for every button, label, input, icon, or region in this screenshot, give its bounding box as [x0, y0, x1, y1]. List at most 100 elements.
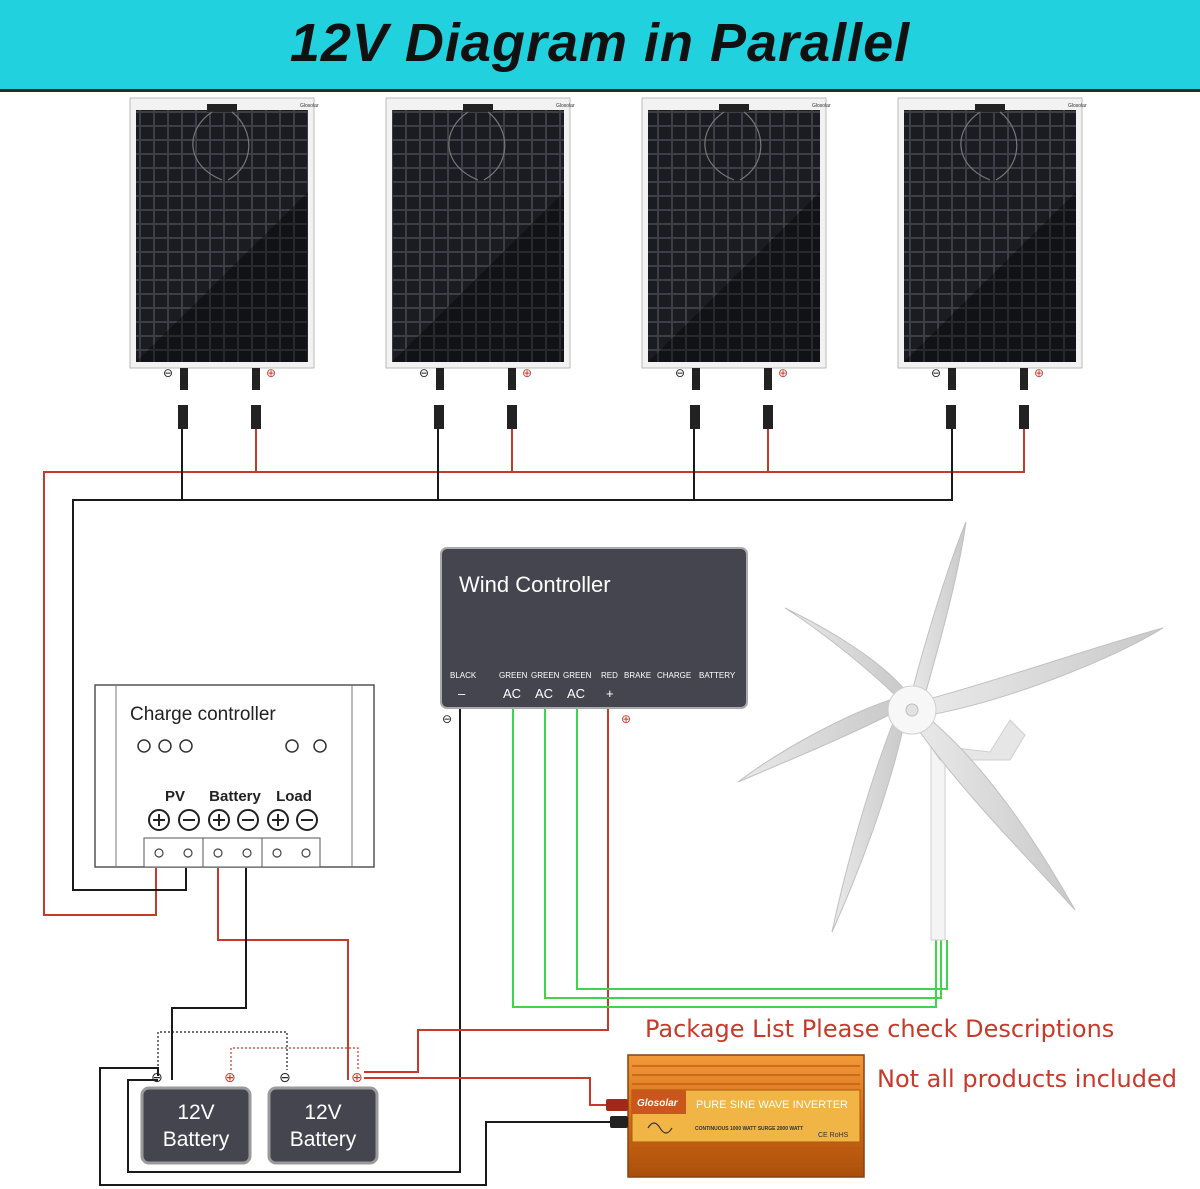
inverter-spec: CONTINUOUS 1000 WATT SURGE 2000 WATT [695, 1126, 803, 1132]
inverter: Glosolar PURE SINE WAVE INVERTER CONTINU… [606, 1054, 865, 1178]
terminal-screw [213, 848, 223, 858]
mc4-connector [763, 405, 773, 429]
indicator-led [313, 739, 327, 753]
dotted-jumper-positive [230, 1047, 359, 1070]
battery-label: Battery [163, 1128, 230, 1151]
terminal-label-top: GREEN [531, 671, 560, 680]
mc4-connector [764, 368, 772, 390]
mc4-connector [948, 368, 956, 390]
charge-controller-title: Charge controller [130, 704, 276, 725]
wind-controller-title: Wind Controller [459, 572, 611, 597]
minus-icon [237, 809, 259, 831]
green-wire [512, 706, 937, 1008]
positive-symbol: ⊕ [778, 366, 788, 380]
solar-panel: Glosolar [641, 97, 831, 369]
terminal-label-bottom: – [458, 686, 466, 701]
plus-icon [208, 809, 230, 831]
terminal-label-bottom: AC [567, 686, 585, 701]
terminal-label-top: GREEN [563, 671, 592, 680]
terminal-screw [154, 848, 164, 858]
terminal-label-top: CHARGE [657, 671, 691, 680]
terminal-label-bottom: AC [503, 686, 521, 701]
inverter-brand: Glosolar [637, 1098, 679, 1109]
green-wire [544, 706, 942, 999]
mc4-connector [180, 368, 188, 390]
positive-input-terminal [606, 1099, 628, 1111]
header-banner: 12V Diagram in Parallel [0, 0, 1200, 92]
mc4-connector [436, 368, 444, 390]
turbine-blade [909, 521, 967, 706]
plus-icon [267, 809, 289, 831]
pv-label: PV [165, 788, 185, 805]
panel-brand: Glosolar [556, 103, 575, 109]
positive-symbol: ⊕ [351, 1069, 363, 1085]
turbine-blade [784, 607, 906, 701]
negative-symbol: ⊖ [163, 366, 173, 380]
black-wire [72, 429, 953, 891]
indicator-led [137, 739, 151, 753]
battery-voltage: 12V [177, 1101, 214, 1124]
solar-panel: Glosolar [897, 97, 1087, 369]
negative-symbol: ⊖ [151, 1069, 163, 1085]
indicator-led [158, 739, 172, 753]
terminal-screw [301, 848, 311, 858]
battery-voltage: 12V [304, 1101, 341, 1124]
dotted-jumper-negative [157, 1031, 288, 1070]
inverter-label: PURE SINE WAVE INVERTER [696, 1099, 848, 1111]
negative-symbol: ⊖ [931, 366, 941, 380]
positive-symbol: ⊕ [224, 1069, 236, 1085]
negative-symbol: ⊖ [675, 366, 685, 380]
terminal-label-top: RED [601, 671, 618, 680]
solar-panel: Glosolar [129, 97, 319, 369]
mc4-connector [434, 405, 444, 429]
mc4-connector [251, 405, 261, 429]
mc4-connectors: ⊖ ⊕ ⊖ ⊕ ⊖ ⊕ ⊖ ⊕ [163, 366, 1044, 429]
positive-symbol: ⊕ [621, 712, 631, 726]
charge-controller: Charge controller PV Battery Load [94, 684, 375, 868]
mc4-connector [690, 405, 700, 429]
minus-icon [178, 809, 200, 831]
plus-icon [148, 809, 170, 831]
terminal-block [143, 837, 321, 868]
green-wire [576, 706, 948, 990]
mc4-connector [252, 368, 260, 390]
terminal-label-top: BRAKE [624, 671, 651, 680]
negative-input-terminal [610, 1116, 628, 1128]
battery-label: Battery [209, 788, 261, 805]
mc4-connector [507, 405, 517, 429]
terminal-label-top: BLACK [450, 671, 477, 680]
load-label: Load [276, 788, 312, 805]
black-wire [171, 868, 247, 1080]
mc4-connector [508, 368, 516, 390]
mc4-connector [692, 368, 700, 390]
black-wire [127, 708, 461, 1173]
panel-brand: Glosolar [812, 103, 831, 109]
panel-brand: Glosolar [300, 103, 319, 109]
page-title: 12V Diagram in Parallel [289, 13, 911, 73]
turbine-blade [914, 714, 1076, 911]
indicator-led [179, 739, 193, 753]
mc4-connector [1019, 405, 1029, 429]
minus-icon [296, 809, 318, 831]
wires [43, 429, 1025, 1186]
positive-symbol: ⊕ [266, 366, 276, 380]
positive-symbol: ⊕ [522, 366, 532, 380]
terminal-screw [272, 848, 282, 858]
terminal-label-bottom: + [606, 686, 614, 701]
battery: 12V Battery [267, 1086, 379, 1165]
mc4-connector [1020, 368, 1028, 390]
terminal-label-top: GREEN [499, 671, 528, 680]
red-wire [364, 708, 609, 1073]
turbine-tower [930, 739, 946, 941]
sine-wave-icon [647, 1122, 673, 1134]
solar-panel-array: Glosolar Glosolar Glosolar [129, 97, 1087, 369]
mc4-connector [178, 405, 188, 429]
turbine-blade [737, 699, 896, 783]
turbine-blade [831, 717, 906, 933]
turbine-blade [924, 627, 1164, 716]
battery-label: Battery [290, 1128, 357, 1151]
red-wire [217, 868, 349, 1080]
terminal-label-top: BATTERY [699, 671, 736, 680]
